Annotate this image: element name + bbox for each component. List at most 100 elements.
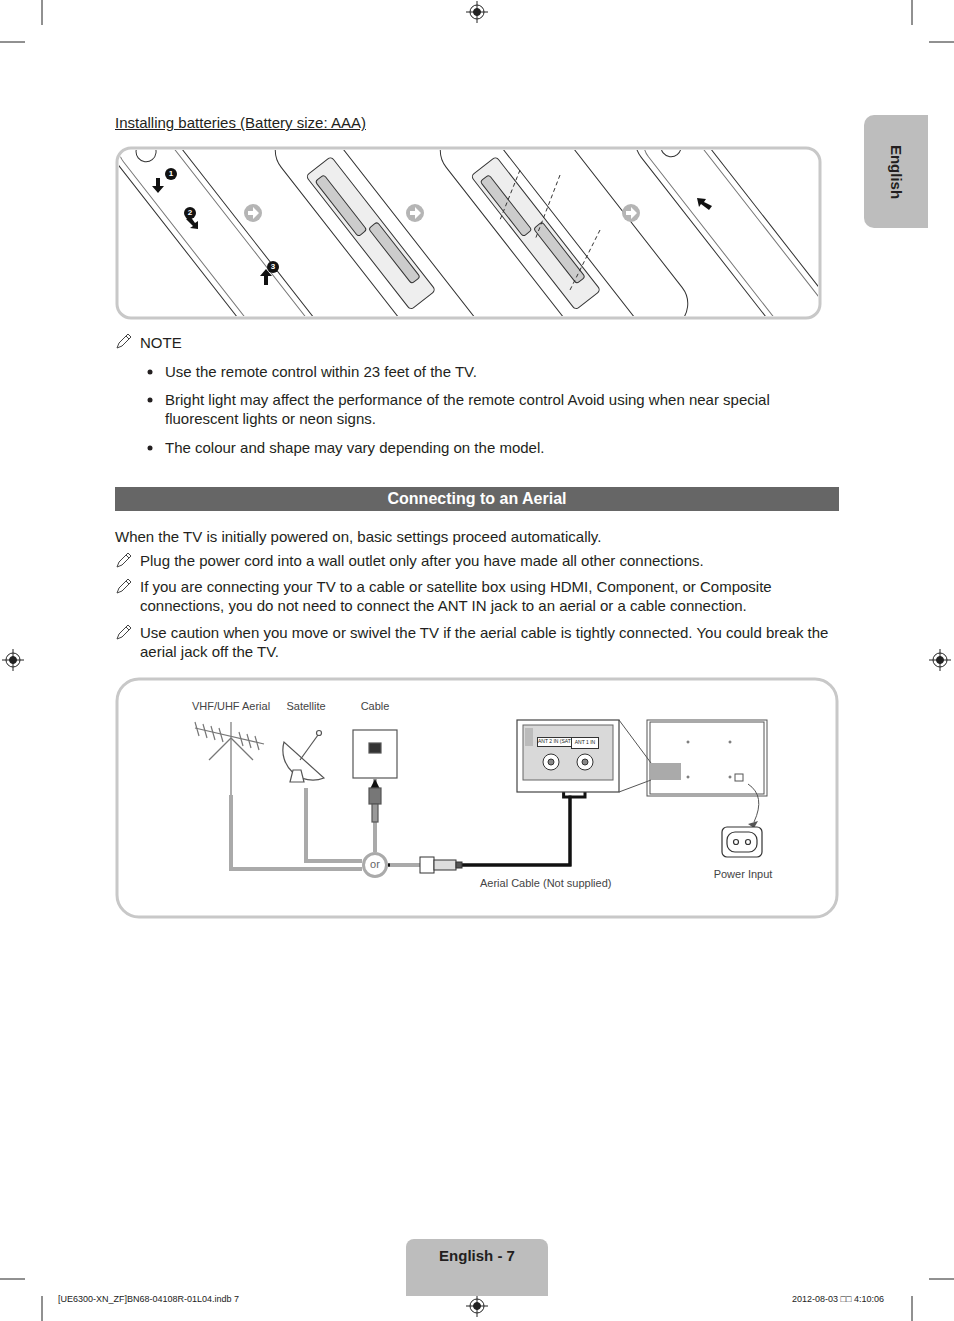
illustration-circle <box>406 204 424 222</box>
illustration-path <box>748 784 759 822</box>
cable-label: Aerial Cable (Not supplied) <box>480 877 611 890</box>
illustration-circle <box>734 840 739 845</box>
note-text: If you are connecting your TV to a cable… <box>140 577 830 615</box>
section-band: Connecting to an Aerial <box>115 487 839 511</box>
illustration-path <box>283 742 324 780</box>
illustration-rect <box>315 175 367 237</box>
illustration-g <box>466 1 488 23</box>
illustration-rect <box>368 222 420 284</box>
illustration-line <box>912 1296 913 1321</box>
illustration-line <box>239 732 243 746</box>
illustration-rect <box>517 720 619 792</box>
illustration-g <box>929 649 951 671</box>
illustration-circle <box>746 840 751 845</box>
illustration-rect <box>651 763 681 780</box>
illustration-circle <box>687 776 689 778</box>
illustration-line <box>230 722 231 795</box>
or-junction: or <box>362 852 388 878</box>
illustration-g <box>2 649 24 671</box>
illustration-rect <box>117 679 837 917</box>
illustration-circle <box>687 741 689 743</box>
illustration-rect <box>372 804 378 822</box>
illustration-circle <box>148 370 153 375</box>
illustration-path <box>117 625 131 639</box>
node-text: or <box>365 855 385 874</box>
illustration-circle <box>148 398 153 403</box>
illustration-path <box>248 207 259 219</box>
illustration-line <box>42 0 43 25</box>
cable-connector <box>306 788 362 861</box>
illustration-circle <box>582 759 588 765</box>
illustration-line <box>247 734 251 748</box>
body-text: When the TV is initially powered on, bas… <box>115 527 835 546</box>
illustration-line <box>477 1295 478 1317</box>
illustration-g <box>244 204 640 222</box>
illustration-path <box>626 207 637 219</box>
illustration-circle <box>657 150 685 161</box>
illustration-rect <box>420 857 434 873</box>
page-number-tab: English - 7 <box>406 1239 548 1296</box>
illustration-path <box>117 579 131 593</box>
illustration-rect <box>306 156 436 310</box>
illustration-circle <box>729 776 731 778</box>
print-info: [UE6300-XN_ZF]BN68-04108R-01L04.indb 7 <box>58 1294 239 1305</box>
power-input: Power Input <box>705 822 781 880</box>
illustration-path <box>697 198 712 210</box>
illustration-rect <box>353 730 397 778</box>
node-text: Satellite <box>278 700 334 712</box>
note-heading: NOTE <box>140 333 240 352</box>
illustration-g <box>619 720 767 822</box>
note-bullet: Use the remote control within 23 feet of… <box>165 362 825 381</box>
illustration-rect <box>369 788 381 804</box>
illustration-line <box>940 649 941 671</box>
aerial-source: VHF/UHF Aerial <box>190 700 272 795</box>
illustration-line <box>0 1279 25 1280</box>
illustration-rect <box>369 743 381 753</box>
illustration-line <box>929 42 954 43</box>
cable-wall-plate: Cable <box>352 700 398 778</box>
illustration-g <box>722 827 762 857</box>
illustration-line <box>619 780 651 792</box>
illustration-g <box>195 722 264 795</box>
illustration-rect <box>735 774 743 781</box>
illustration-line <box>231 738 253 760</box>
illustration-line <box>390 863 422 867</box>
illustration-line <box>500 170 520 220</box>
language-tab: English <box>864 115 928 228</box>
illustration-line <box>209 738 231 760</box>
illustration-line <box>219 728 223 742</box>
illustration-rect <box>523 725 613 780</box>
illustration-path <box>410 207 421 219</box>
node-text: Power Input <box>705 868 781 880</box>
note-text: Plug the power cord into a wall outlet o… <box>140 551 840 570</box>
illustration-circle <box>622 204 640 222</box>
illustration-line <box>929 1279 954 1280</box>
node-text: ANT 1 IN <box>571 737 599 749</box>
node-text: Cable <box>352 700 398 712</box>
illustration-line <box>0 42 25 43</box>
illustration-circle <box>132 150 160 166</box>
illustration-line <box>211 726 215 740</box>
node-text: English - 7 <box>406 1239 548 1264</box>
illustration-line <box>203 724 207 738</box>
illustration-line <box>255 736 259 750</box>
illustration-rect <box>456 862 462 868</box>
illustration-rect <box>727 832 757 852</box>
illustration-path <box>117 553 131 567</box>
node-text: English <box>888 144 905 198</box>
callout-number: 2 <box>184 207 196 219</box>
satellite-source: Satellite <box>278 700 334 788</box>
illustration-line <box>912 0 913 25</box>
illustration-g <box>420 857 462 873</box>
callout-number: 1 <box>165 168 177 180</box>
illustration-rect <box>624 150 818 316</box>
illustration-g <box>119 150 818 316</box>
illustration-line <box>13 649 14 671</box>
illustration-line <box>619 720 651 763</box>
illustration-line <box>535 175 560 240</box>
note-text: Use caution when you move or swivel the … <box>140 623 840 661</box>
illustration-rect <box>525 728 533 746</box>
